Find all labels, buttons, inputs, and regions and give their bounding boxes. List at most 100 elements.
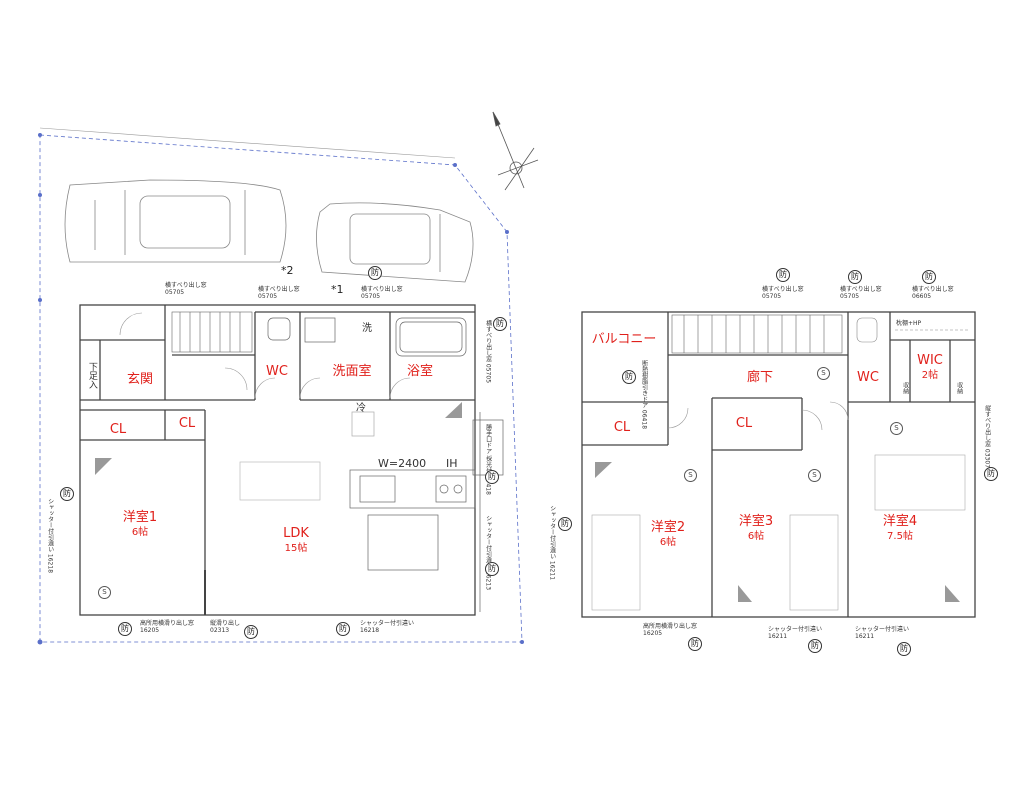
- window-label: 横すべり出し窓: [912, 286, 954, 293]
- room-cl-1f-a: CL: [109, 422, 127, 437]
- security-marker: 防: [897, 642, 911, 656]
- room-name: WIC: [917, 353, 943, 368]
- window-code: 05705: [165, 288, 185, 296]
- label-rei: 冷: [356, 403, 366, 414]
- window-label: シャッター付引違い: [46, 498, 54, 552]
- window-code: 05705: [484, 363, 492, 384]
- bathtub: [395, 317, 467, 357]
- window-label: 横すべり出し窓: [361, 286, 403, 293]
- north-arrow-icon: [492, 111, 539, 191]
- window-label: 横すべり出し窓: [762, 286, 804, 293]
- window-code: 05705: [840, 292, 860, 300]
- toilet-2f: [856, 317, 878, 343]
- window-code: 05705: [762, 292, 782, 300]
- window-code: 16205: [643, 629, 663, 637]
- window-label: 横すべり出し窓: [165, 282, 207, 289]
- window-code: 03307: [983, 448, 991, 469]
- note-1: *1: [331, 283, 344, 296]
- label-shitasoku: 下足入: [86, 362, 97, 389]
- smoke-detector-marker: S: [808, 469, 821, 482]
- window-1f-right-bath: 横すべり出し窓 05705: [484, 320, 492, 384]
- window-1f-right-door: 勝手口ドア 採光付 07418: [484, 424, 492, 495]
- security-marker: 防: [922, 270, 936, 284]
- security-marker: 防: [558, 517, 572, 531]
- bed-room2: [591, 514, 641, 611]
- window-label: 横すべり出し窓: [840, 286, 882, 293]
- smoke-detector-marker: S: [817, 367, 830, 380]
- security-marker: 防: [493, 317, 507, 331]
- window-label: 勝手口ドア 採光付: [484, 424, 492, 474]
- room-wc-2f: WC: [857, 370, 879, 385]
- bed-room3: [789, 514, 839, 611]
- window-code: 06418: [640, 409, 648, 430]
- window-label: シャッター付引違い: [484, 515, 492, 569]
- window-code: 07418: [484, 475, 492, 495]
- room-name: 洋室2: [650, 520, 686, 535]
- room-yoshitsu3: 洋室3 6帖: [739, 514, 773, 543]
- fridge-space: [351, 411, 375, 437]
- bed-room4: [874, 454, 966, 511]
- room-cl-2f-a: CL: [613, 420, 631, 435]
- floor2-walls: [581, 311, 976, 618]
- security-marker: 防: [485, 470, 499, 484]
- room-wc-1f: WC: [266, 364, 288, 379]
- label-ih: IH: [446, 457, 458, 470]
- window-code: 16218: [46, 553, 54, 574]
- note-2: *2: [281, 264, 294, 277]
- room-area: 6帖: [659, 537, 677, 548]
- dining-table: [367, 514, 439, 571]
- window-code: 16205: [140, 626, 160, 634]
- washbasin: [304, 317, 336, 343]
- security-marker: 防: [368, 266, 382, 280]
- window-code: 16218: [360, 626, 380, 634]
- floor1-walls: [79, 304, 476, 616]
- window-code: 16211: [768, 632, 788, 640]
- room-area: 6帖: [747, 531, 765, 542]
- window-1f-right-shutter: シャッター付引違い 16213: [484, 515, 492, 591]
- security-marker: 防: [688, 637, 702, 651]
- room-area: 7.5帖: [887, 531, 913, 542]
- window-2f-left-shutter: シャッター付引違い 16211: [548, 505, 556, 581]
- parked-car-2: [316, 202, 474, 283]
- room-name: 洋室1: [122, 510, 158, 525]
- room-yokushitsu: 浴室: [406, 364, 434, 379]
- window-code: 02313: [210, 626, 230, 634]
- window-code: 16213: [484, 570, 492, 591]
- parked-car-1: [64, 179, 287, 263]
- room-name: 洋室3: [738, 514, 774, 529]
- room-senmen: 洗面室: [332, 364, 372, 379]
- security-marker: 防: [848, 270, 862, 284]
- window-label: 横すべり出し窓: [258, 286, 300, 293]
- room-balcony: バルコニー: [591, 332, 657, 347]
- floor2-doors: [667, 401, 849, 431]
- room-name: 洋室4: [882, 514, 918, 529]
- room-cl-1f-b: CL: [178, 416, 196, 431]
- security-marker: 防: [336, 622, 350, 636]
- security-marker: 防: [118, 622, 132, 636]
- window-code: 16211: [548, 560, 556, 581]
- room-yoshitsu2: 洋室2 6帖: [651, 520, 685, 549]
- floor1-stairs: [171, 311, 253, 353]
- window-code: 16211: [855, 632, 875, 640]
- toilet-1f: [267, 317, 291, 341]
- room-cl-2f-b: CL: [735, 416, 753, 431]
- security-marker: 防: [776, 268, 790, 282]
- security-marker: 防: [60, 487, 74, 501]
- room-area: 15帖: [284, 543, 308, 554]
- room-yoshitsu4: 洋室4 7.5帖: [883, 514, 917, 543]
- window-label: シャッター付引違い: [360, 620, 415, 627]
- room-wic: WIC 2帖: [917, 353, 943, 382]
- room-yoshitsu1: 洋室1 6帖: [123, 510, 157, 539]
- room-roka: 廊下: [746, 370, 774, 385]
